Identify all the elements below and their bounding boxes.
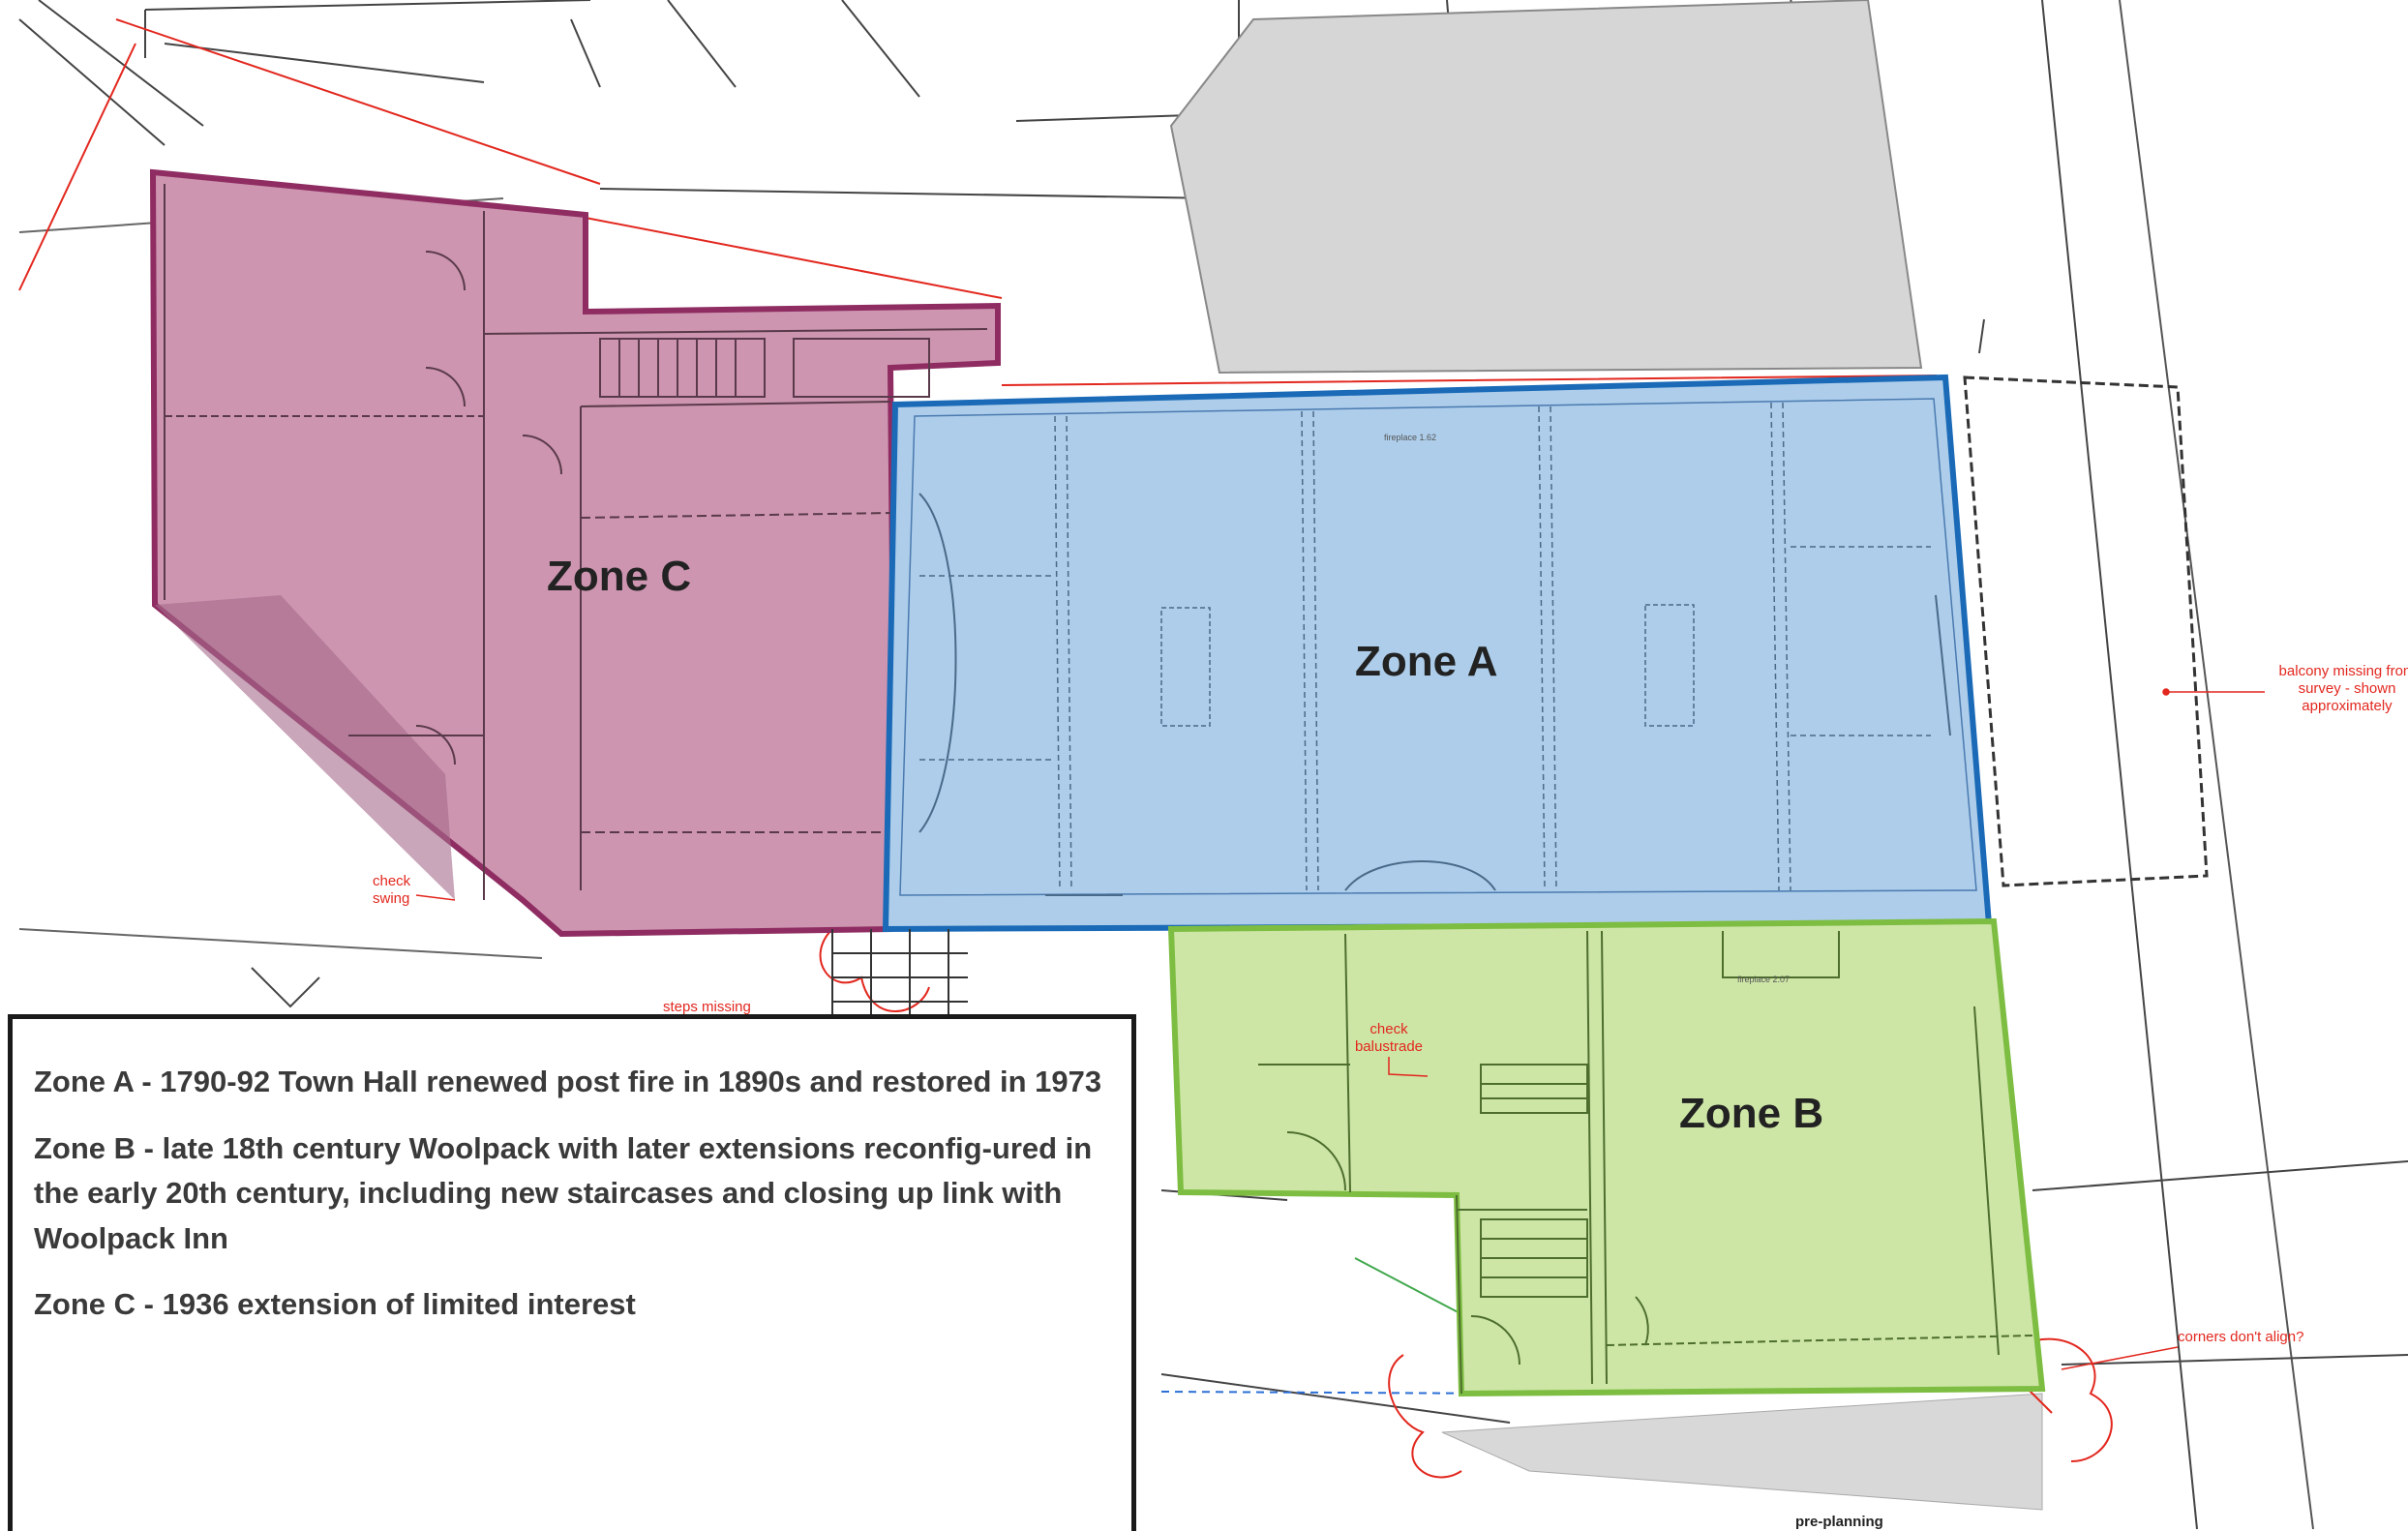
zone-c-walls — [164, 184, 988, 900]
annotations: check swing steps missing check balustra… — [373, 663, 2408, 1530]
legend-zone-a: Zone A - 1790-92 Town Hall renewed post … — [34, 1065, 1102, 1098]
fireplace-b-label: fireplace 2.07 — [1737, 975, 1790, 984]
zone-b-label: Zone B — [1679, 1090, 1823, 1137]
balcony-missing-line-3: approximately — [2302, 698, 2393, 714]
zone-b-walls — [1258, 930, 2033, 1395]
zone-a-openings — [918, 493, 1951, 896]
survey-linework — [18, 0, 2408, 1530]
zone-c: Zone C — [149, 168, 1001, 938]
lower-adjacent-building — [1441, 1393, 2043, 1511]
check-balustrade-line-1: check — [1370, 1021, 1408, 1037]
zone-a-structure — [919, 402, 1931, 891]
legend-zone-c: Zone C - 1936 extension of limited inter… — [34, 1287, 636, 1321]
adjacent-building — [1169, 0, 1923, 375]
pre-planning-label: pre-planning — [1795, 1514, 1883, 1530]
corners-dont-align-note: corners don't align? — [2178, 1329, 2303, 1345]
zone-b: fireplace 2.07 Zone B — [1167, 917, 2046, 1397]
check-swing-line-1: check — [373, 873, 411, 889]
zone-a: fireplace 1.62 Zone A — [882, 374, 1993, 933]
legend-zone-b: Zone B - late 18th century Woolpack with… — [34, 1130, 1093, 1255]
balcony-missing-line-2: survey - shown — [2299, 680, 2396, 697]
balcony-missing-line-1: balcony missing from — [2279, 663, 2408, 679]
fireplace-a-label: fireplace 1.62 — [1384, 433, 1436, 442]
zone-a-label: Zone A — [1355, 638, 1497, 685]
zone-legend: Zone A - 1790-92 Town Hall renewed post … — [8, 1014, 1136, 1531]
zone-c-label: Zone C — [547, 553, 691, 600]
check-swing-line-2: swing — [373, 890, 409, 907]
zone-a-interior — [899, 398, 1977, 896]
annotation-leaders — [415, 688, 2265, 1370]
check-balustrade-line-2: balustrade — [1355, 1038, 1423, 1055]
steps-missing-note: steps missing — [663, 999, 751, 1015]
zone-c-dark-corner — [155, 595, 455, 900]
balcony-outline — [1963, 375, 2209, 887]
